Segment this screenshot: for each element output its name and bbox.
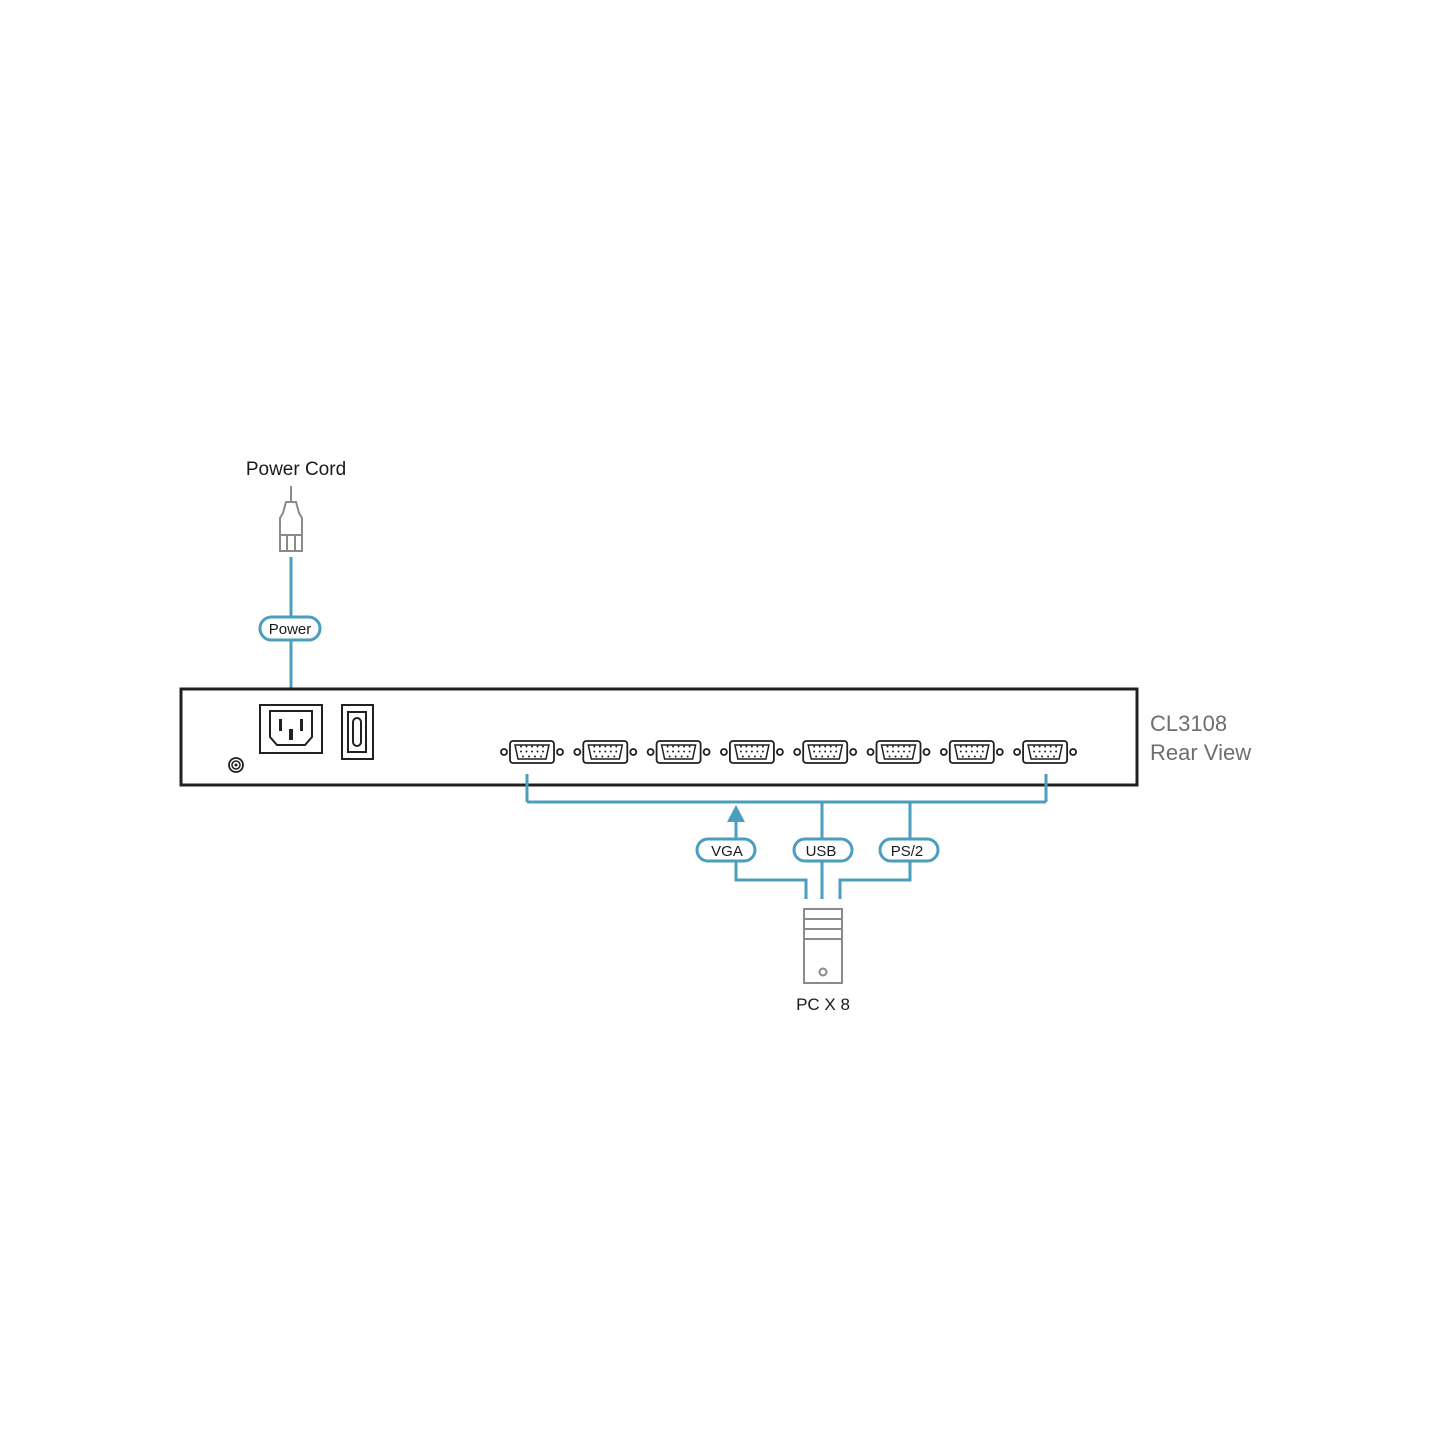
power-tag-label: Power: [269, 621, 312, 638]
kvm-port-8: [1013, 740, 1077, 764]
device-view-label: Rear View: [1150, 740, 1251, 765]
kvm-port-6: [866, 740, 931, 764]
power-cable-tag: Power: [258, 615, 322, 642]
vga-cable-tag: VGA: [695, 837, 757, 863]
ps2-tag-label: PS/2: [891, 843, 924, 860]
kvm-port-1: [500, 740, 564, 764]
kvm-port-4: [720, 740, 784, 764]
device-model-label: CL3108: [1150, 711, 1227, 736]
usb-tag-label: USB: [806, 843, 837, 860]
power-switch: [341, 704, 374, 760]
kvm-chassis: [179, 687, 1139, 787]
kvm-port-5: [793, 740, 858, 764]
kvm-cable-bus: [525, 774, 1048, 899]
vga-tag-label: VGA: [711, 843, 743, 860]
ps2-cable-tag: PS/2: [878, 837, 940, 863]
pc-tower-icon: [803, 908, 843, 984]
kvm-port-2: [573, 740, 638, 764]
power-inlet: [259, 704, 323, 754]
ground-terminal-icon: [228, 757, 244, 773]
usb-cable-tag: USB: [792, 837, 854, 863]
pc-count-label: PC X 8: [796, 995, 850, 1014]
kvm-port-3: [646, 740, 711, 764]
kvm-port-7: [939, 740, 1004, 764]
power-cord-label: Power Cord: [246, 459, 346, 480]
power-plug-icon: [279, 486, 303, 552]
vga-direction-arrow-icon: [727, 805, 745, 822]
kvm-port-row: [500, 740, 1077, 764]
